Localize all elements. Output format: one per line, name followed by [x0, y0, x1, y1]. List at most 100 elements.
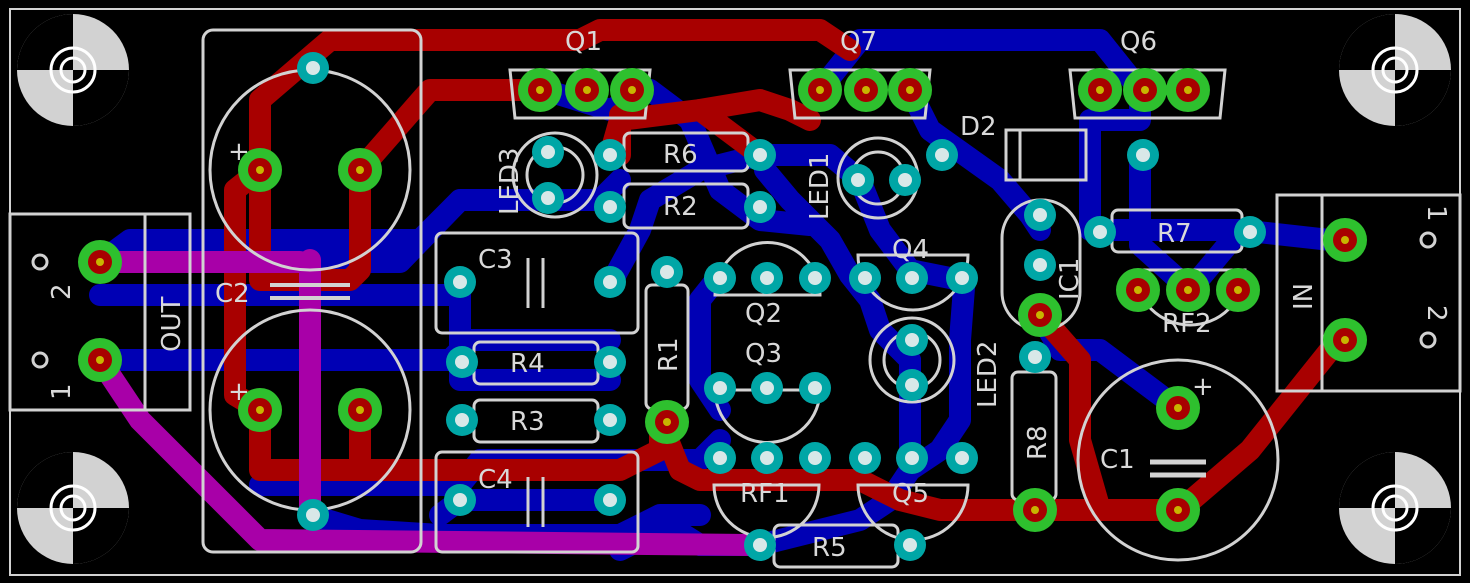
pad	[1323, 218, 1367, 262]
label-c4: C4	[478, 465, 513, 495]
label-led3: LED3	[495, 148, 525, 215]
pad	[338, 148, 382, 192]
pad	[849, 262, 881, 294]
pads	[31, 52, 1437, 561]
c3-outline	[434, 231, 640, 335]
label-rf1: RF1	[740, 479, 790, 509]
label-out-pin1: 1	[47, 383, 77, 400]
label-q6: Q6	[1120, 27, 1157, 57]
pad	[1019, 341, 1051, 373]
both-layer-traces	[89, 249, 761, 556]
label-plus-c2a: +	[228, 137, 250, 167]
label-d2: D2	[960, 112, 997, 142]
mount-hole-tl	[17, 14, 129, 126]
pad	[751, 262, 783, 294]
pad	[1123, 68, 1167, 112]
connector-pin-mark	[31, 351, 49, 369]
label-r7: R7	[1157, 219, 1192, 249]
pad	[1116, 268, 1160, 312]
pad	[1156, 386, 1200, 430]
pad	[1018, 293, 1062, 337]
label-r8: R8	[1023, 425, 1053, 460]
label-r3: R3	[510, 407, 545, 437]
pad	[78, 240, 122, 284]
pad	[594, 266, 626, 298]
pad	[1084, 216, 1116, 248]
label-plus-c2b: +	[228, 377, 250, 407]
pad	[594, 404, 626, 436]
pad	[799, 262, 831, 294]
pad	[888, 68, 932, 112]
connector-pin-mark	[1419, 231, 1437, 249]
pad	[651, 256, 683, 288]
pad	[896, 369, 928, 401]
label-in-pin1: 1	[1421, 205, 1451, 222]
c1-outline	[1076, 358, 1280, 562]
label-c2: C2	[215, 279, 250, 309]
pad	[1127, 139, 1159, 171]
pad	[744, 139, 776, 171]
pad	[849, 442, 881, 474]
pad	[1024, 249, 1056, 281]
pad	[704, 262, 736, 294]
label-r4: R4	[510, 349, 545, 379]
label-led1: LED1	[805, 153, 835, 220]
label-q1: Q1	[565, 27, 602, 57]
pad	[1323, 318, 1367, 362]
pad	[896, 324, 928, 356]
pad	[338, 388, 382, 432]
pad	[1078, 68, 1122, 112]
pad	[594, 484, 626, 516]
label-plus-c1: +	[1192, 372, 1214, 402]
pad	[896, 262, 928, 294]
pad	[532, 136, 564, 168]
pad	[744, 191, 776, 223]
label-out-pin2: 2	[47, 283, 77, 300]
pad	[532, 182, 564, 214]
out-connector-outline	[8, 212, 192, 412]
label-q4: Q4	[892, 235, 929, 265]
pad	[594, 346, 626, 378]
pad	[1013, 488, 1057, 532]
in-connector-outline	[1275, 193, 1462, 393]
pad	[799, 372, 831, 404]
pad	[1216, 268, 1260, 312]
label-r5: R5	[812, 533, 847, 563]
label-q2: Q2	[745, 299, 782, 329]
pad	[744, 529, 776, 561]
pad	[297, 52, 329, 84]
label-q7: Q7	[840, 27, 877, 57]
pad	[894, 529, 926, 561]
pad	[946, 442, 978, 474]
pad	[444, 266, 476, 298]
connector-pin-mark	[31, 253, 49, 271]
label-q5: Q5	[892, 479, 929, 509]
pad	[1166, 268, 1210, 312]
label-in: IN	[1289, 283, 1319, 310]
label-r6: R6	[663, 140, 698, 170]
c4-outline	[434, 450, 640, 554]
pad	[1234, 216, 1266, 248]
c2-outline	[201, 28, 423, 554]
mount-hole-bl	[17, 452, 129, 564]
pad	[238, 148, 282, 192]
pad	[446, 404, 478, 436]
label-c1: C1	[1100, 445, 1135, 475]
pad	[594, 139, 626, 171]
mount-hole-br	[1339, 452, 1451, 564]
pad	[842, 164, 874, 196]
mount-hole-tr	[1339, 14, 1451, 126]
label-out: OUT	[157, 297, 187, 352]
pad	[565, 68, 609, 112]
label-c3: C3	[478, 245, 513, 275]
pad	[594, 191, 626, 223]
pad	[889, 164, 921, 196]
pad	[704, 372, 736, 404]
pad	[78, 338, 122, 382]
pad	[610, 68, 654, 112]
label-q3: Q3	[745, 339, 782, 369]
mounting-holes	[17, 14, 1451, 564]
connector-pin-mark	[1419, 331, 1437, 349]
pad	[926, 139, 958, 171]
pad	[518, 68, 562, 112]
